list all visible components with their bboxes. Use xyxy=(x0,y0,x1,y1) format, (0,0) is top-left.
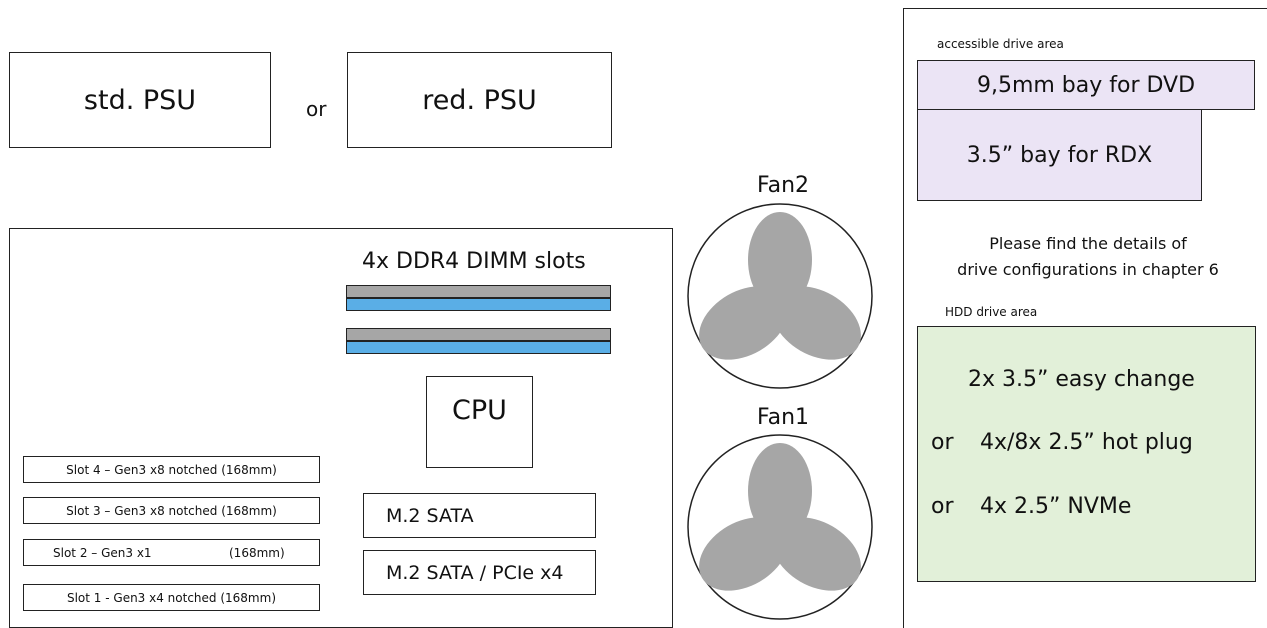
red-psu-box: red. PSU xyxy=(347,52,612,148)
drive-config-note-line: drive configurations in chapter 6 xyxy=(957,260,1219,279)
m2-sata-pcie-slot: M.2 SATA / PCIe x4 xyxy=(363,550,596,595)
fan2-icon xyxy=(687,203,873,389)
slot-label: Slot 4 – Gen3 x8 notched (168mm) xyxy=(66,462,277,477)
std-psu-box: std. PSU xyxy=(9,52,271,148)
dimm-slot xyxy=(346,298,611,311)
pcie-slot-3: Slot 3 – Gen3 x8 notched (168mm) xyxy=(23,497,320,524)
m2-label: M.2 SATA / PCIe x4 xyxy=(386,561,564,584)
red-psu-label: red. PSU xyxy=(422,84,537,116)
dimm-slot xyxy=(346,341,611,354)
drive-config-note: Please find the details of drive configu… xyxy=(913,231,1263,283)
cpu-box: CPU xyxy=(426,376,533,468)
dimm-slot xyxy=(346,328,611,341)
drive-area-border xyxy=(903,8,904,628)
dvd-bay-box: 9,5mm bay for DVD xyxy=(917,60,1255,110)
slot-length: (168mm) xyxy=(229,546,285,560)
hdd-option-or: or xyxy=(931,494,954,519)
hdd-option: 4x/8x 2.5” hot plug xyxy=(980,430,1193,455)
psu-or-label: or xyxy=(306,97,327,121)
dimm-slot xyxy=(346,285,611,298)
hdd-option: 4x 2.5” NVMe xyxy=(980,494,1132,519)
slot-label: Slot 3 – Gen3 x8 notched (168mm) xyxy=(66,503,277,518)
fan1-label: Fan1 xyxy=(756,405,810,430)
hdd-option-or: or xyxy=(931,430,954,455)
pcie-slot-1: Slot 1 - Gen3 x4 notched (168mm) xyxy=(23,584,320,611)
m2-label: M.2 SATA xyxy=(386,504,474,527)
cpu-label: CPU xyxy=(452,395,507,426)
drive-area-top-border xyxy=(903,8,1267,9)
slot-label: Slot 1 - Gen3 x4 notched (168mm) xyxy=(66,590,276,605)
std-psu-label: std. PSU xyxy=(83,84,197,116)
rdx-bay-box: 3.5” bay for RDX xyxy=(917,109,1202,201)
drive-config-note-line: Please find the details of xyxy=(989,234,1187,253)
hdd-drive-area-box: 2x 3.5” easy change or 4x/8x 2.5” hot pl… xyxy=(917,326,1256,582)
dvd-bay-label: 9,5mm bay for DVD xyxy=(976,72,1196,98)
fan2-label: Fan2 xyxy=(756,173,810,198)
accessible-drive-area-label: accessible drive area xyxy=(937,37,1064,51)
dimm-slots-title: 4x DDR4 DIMM slots xyxy=(362,249,586,274)
hdd-drive-area-label: HDD drive area xyxy=(945,305,1038,319)
m2-sata-slot: M.2 SATA xyxy=(363,493,596,538)
slot-label: Slot 2 – Gen3 x1 xyxy=(53,546,152,560)
fan1-icon xyxy=(687,434,873,620)
pcie-slot-4: Slot 4 – Gen3 x8 notched (168mm) xyxy=(23,456,320,483)
pcie-slot-2: Slot 2 – Gen3 x1 (168mm) xyxy=(23,539,320,566)
rdx-bay-label: 3.5” bay for RDX xyxy=(966,142,1153,168)
hdd-option: 2x 3.5” easy change xyxy=(968,367,1195,392)
